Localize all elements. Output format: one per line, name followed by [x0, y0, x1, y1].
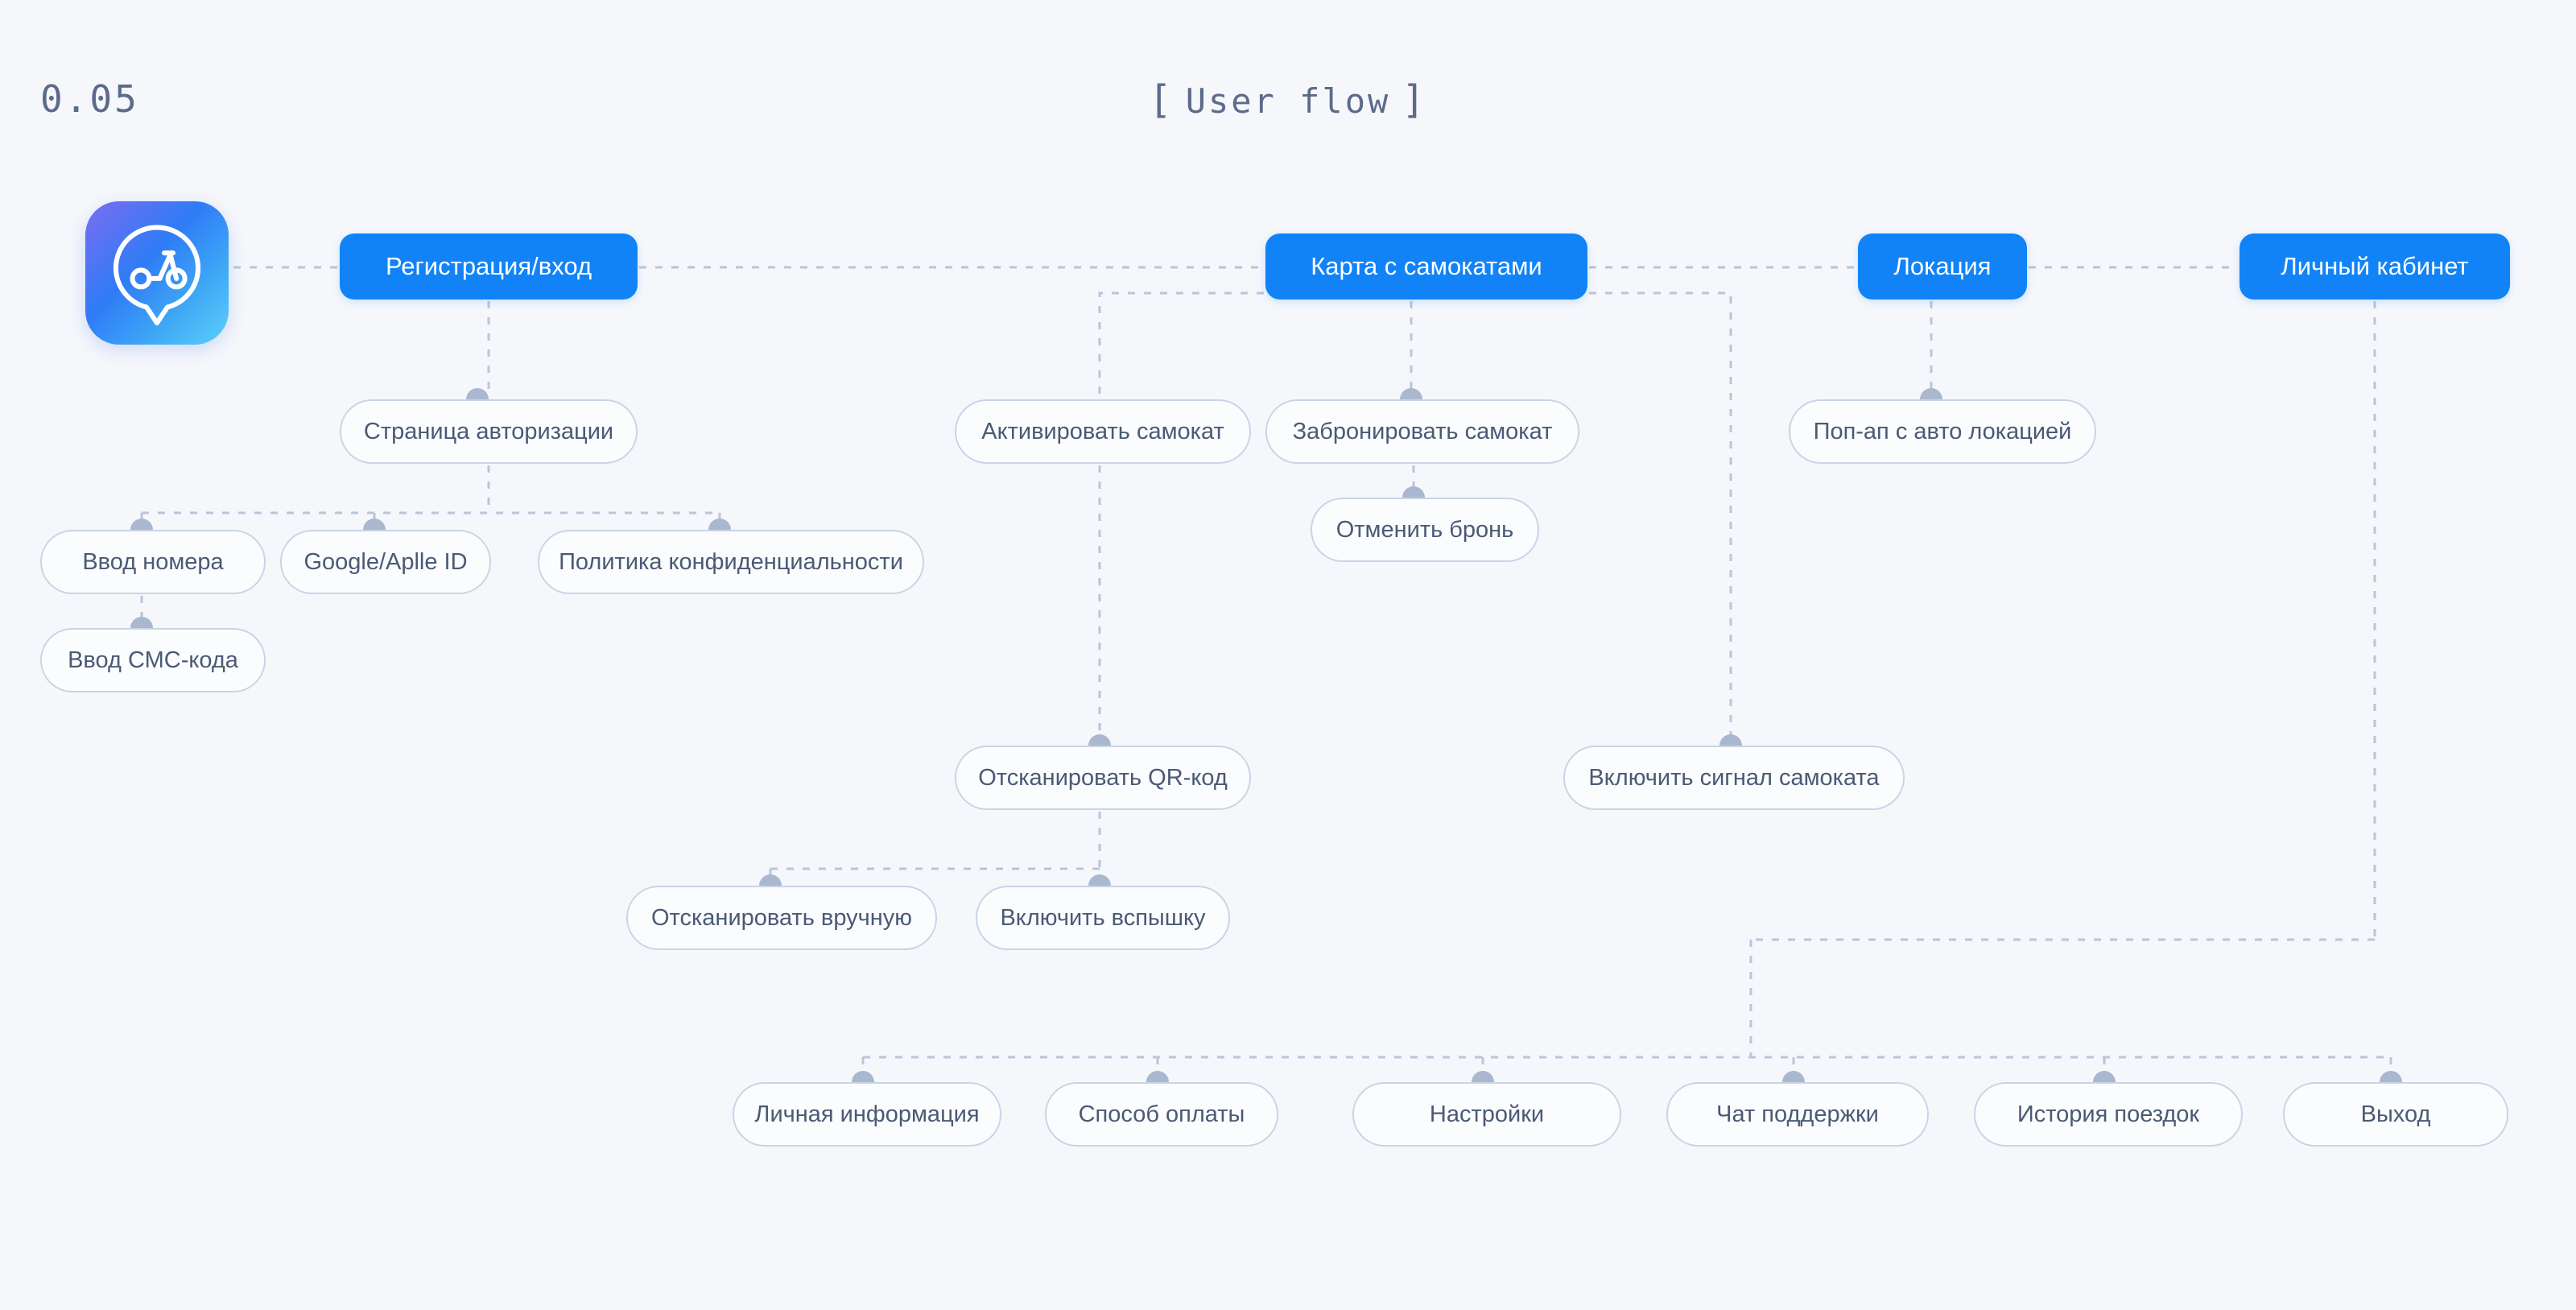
flow-node-auth-page[interactable]: Страница авторизации — [340, 399, 638, 464]
app-logo — [85, 201, 229, 345]
bracket-right-icon: ] — [1402, 77, 1428, 122]
arrow-head-enter-number — [130, 519, 153, 530]
flow-node-flashlight[interactable]: Включить вспышку — [976, 886, 1230, 950]
connector-map-left-branch — [1098, 291, 1264, 395]
flow-node-support-chat[interactable]: Чат поддержки — [1666, 1082, 1929, 1147]
slide-number: 0.05 — [40, 77, 139, 121]
arrow-head-autolocation-popup — [1920, 388, 1942, 399]
page-title: [ User flow] — [0, 77, 2576, 122]
flow-node-map[interactable]: Карта с самокатами — [1265, 233, 1587, 300]
flow-node-scan-manually[interactable]: Отсканировать вручную — [626, 886, 937, 950]
flow-node-logout[interactable]: Выход — [2283, 1082, 2508, 1147]
flow-node-cancel-reserve[interactable]: Отменить бронь — [1311, 498, 1539, 562]
flow-node-autolocation-popup[interactable]: Поп-ап с авто локацией — [1789, 399, 2096, 464]
flow-node-location[interactable]: Локация — [1858, 233, 2027, 300]
connector-scanqr-down-spine — [769, 812, 1101, 881]
arrow-head-personal-info — [852, 1071, 874, 1082]
arrow-head-settings — [1472, 1071, 1494, 1082]
flow-node-trip-history[interactable]: История поездок — [1974, 1082, 2243, 1147]
arrow-head-scooter-signal — [1719, 734, 1742, 746]
flow-node-settings[interactable]: Настройки — [1352, 1082, 1621, 1147]
connector-map-right-branch — [1589, 291, 1732, 734]
arrow-head-cancel-reserve — [1402, 486, 1425, 498]
flow-node-registration[interactable]: Регистрация/вход — [340, 233, 638, 300]
arrow-head-google-apple-id — [363, 519, 386, 530]
flow-node-enter-sms[interactable]: Ввод СМС-кода — [40, 628, 266, 692]
arrow-head-flashlight — [1088, 874, 1111, 886]
arrow-head-reserve — [1400, 388, 1422, 399]
flow-node-enter-number[interactable]: Ввод номера — [40, 530, 266, 594]
arrow-head-scan-qr — [1088, 734, 1111, 746]
flow-node-account[interactable]: Личный кабинет — [2240, 233, 2510, 300]
flow-node-privacy-policy[interactable]: Политика конфиденциальности — [538, 530, 924, 594]
page-title-text: User flow — [1185, 81, 1391, 121]
arrow-head-payment-method — [1146, 1071, 1169, 1082]
bracket-left-icon: [ — [1148, 77, 1174, 122]
scooter-map-pin-icon — [113, 225, 201, 326]
arrow-head-enter-sms — [130, 617, 153, 628]
arrow-head-auth-page — [466, 388, 489, 399]
arrow-head-logout — [2380, 1071, 2402, 1082]
flow-node-scan-qr[interactable]: Отсканировать QR-код — [955, 746, 1251, 810]
flow-node-reserve[interactable]: Забронировать самокат — [1265, 399, 1579, 464]
arrow-head-trip-history — [2093, 1071, 2116, 1082]
arrow-head-scan-manually — [759, 874, 782, 886]
connector-bottom-spine — [861, 1056, 2392, 1069]
flow-node-personal-info[interactable]: Личная информация — [733, 1082, 1001, 1147]
flow-node-activate[interactable]: Активировать самокат — [955, 399, 1251, 464]
flow-node-scooter-signal[interactable]: Включить сигнал самоката — [1563, 746, 1905, 810]
arrow-head-support-chat — [1782, 1071, 1805, 1082]
flow-node-google-apple-id[interactable]: Google/Aplle ID — [280, 530, 491, 594]
connector-auth-page-down-spine — [140, 465, 721, 525]
flow-node-payment-method[interactable]: Способ оплаты — [1045, 1082, 1278, 1147]
arrow-head-privacy-policy — [708, 519, 731, 530]
